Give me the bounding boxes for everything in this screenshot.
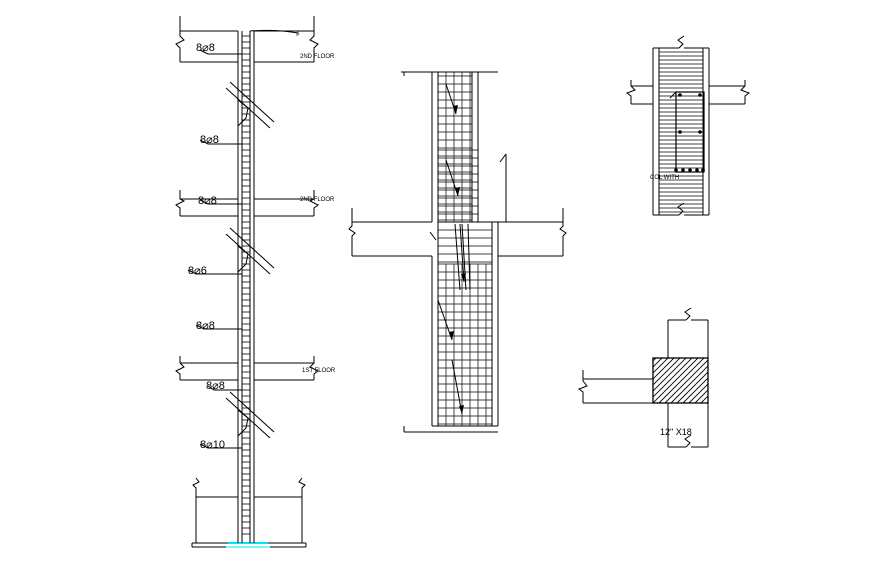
column-elevation-labels: 8⌀8 8⌀8 8⌀8 8⌀6 8⌀8 8⌀8 8⌀10 2ND FLOOR 2… <box>188 32 336 451</box>
hatch-line <box>653 358 699 403</box>
top-mark: # <box>296 32 300 38</box>
bar-label-2: 8⌀8 <box>200 134 219 146</box>
hatch-line <box>719 353 769 403</box>
level-label-1: 2ND FLOOR <box>300 54 335 60</box>
hatch-line <box>676 371 708 403</box>
bar-arrow <box>445 83 458 115</box>
column-section-bars <box>674 93 705 172</box>
beam-section-label: 12" X18 <box>660 427 692 437</box>
bar-direction-arrows <box>437 83 466 415</box>
hatch-line <box>670 365 708 403</box>
level-label-3: 1ST FLOOR <box>302 368 336 374</box>
hatch-line <box>767 353 817 403</box>
hatch-line <box>653 358 669 374</box>
footing <box>191 477 307 548</box>
hatch-line <box>761 353 811 403</box>
hatch-line <box>664 359 708 403</box>
hatch-line <box>688 383 708 403</box>
level-label-2: 2ND FLOOR <box>300 197 335 203</box>
column-stirrups <box>242 35 250 535</box>
hatch-line <box>653 358 693 398</box>
hatch-line <box>593 353 643 403</box>
column-elevation <box>175 16 319 548</box>
hatch-line <box>653 358 687 392</box>
bar-arrow <box>459 223 466 283</box>
hatch-line <box>653 358 681 386</box>
bar-arrow <box>445 159 460 197</box>
hatch-line <box>605 353 655 403</box>
hatch-line <box>731 353 781 403</box>
floor-slab-3 <box>175 356 319 381</box>
bar-arrow <box>451 359 464 415</box>
beam-section-detail <box>577 307 709 448</box>
bar-label-5: 8⌀8 <box>196 320 215 332</box>
hatch-line <box>706 401 708 403</box>
beam-column-joint-detail <box>348 71 567 433</box>
bar-label-3: 8⌀8 <box>198 195 217 207</box>
hatch-line <box>599 353 649 403</box>
hatch-line <box>737 353 787 403</box>
column-section-ties <box>659 51 703 213</box>
top-slab <box>175 16 319 63</box>
bar-arrow <box>437 299 454 341</box>
hatch-line <box>755 353 805 403</box>
bar-label-7: 8⌀10 <box>200 439 225 451</box>
hatch-line <box>694 389 708 403</box>
hatch-line <box>743 353 793 403</box>
bar-label-4: 8⌀6 <box>188 265 207 277</box>
hatch-line <box>653 358 675 380</box>
hatch-line <box>725 353 775 403</box>
column-section-label: COL WITH <box>650 175 679 181</box>
floor-slab-2 <box>175 190 319 217</box>
bar-label-1: 8⌀8 <box>196 42 215 54</box>
hatch-line <box>658 358 705 403</box>
beam-section-hatch <box>593 353 817 403</box>
bar-label-6: 8⌀8 <box>206 380 225 392</box>
hatch-line <box>749 353 799 403</box>
hatch-line <box>653 358 663 368</box>
joint-reinforcement-grid <box>438 72 492 426</box>
hatch-line <box>713 353 763 403</box>
hatch-line <box>682 377 708 403</box>
